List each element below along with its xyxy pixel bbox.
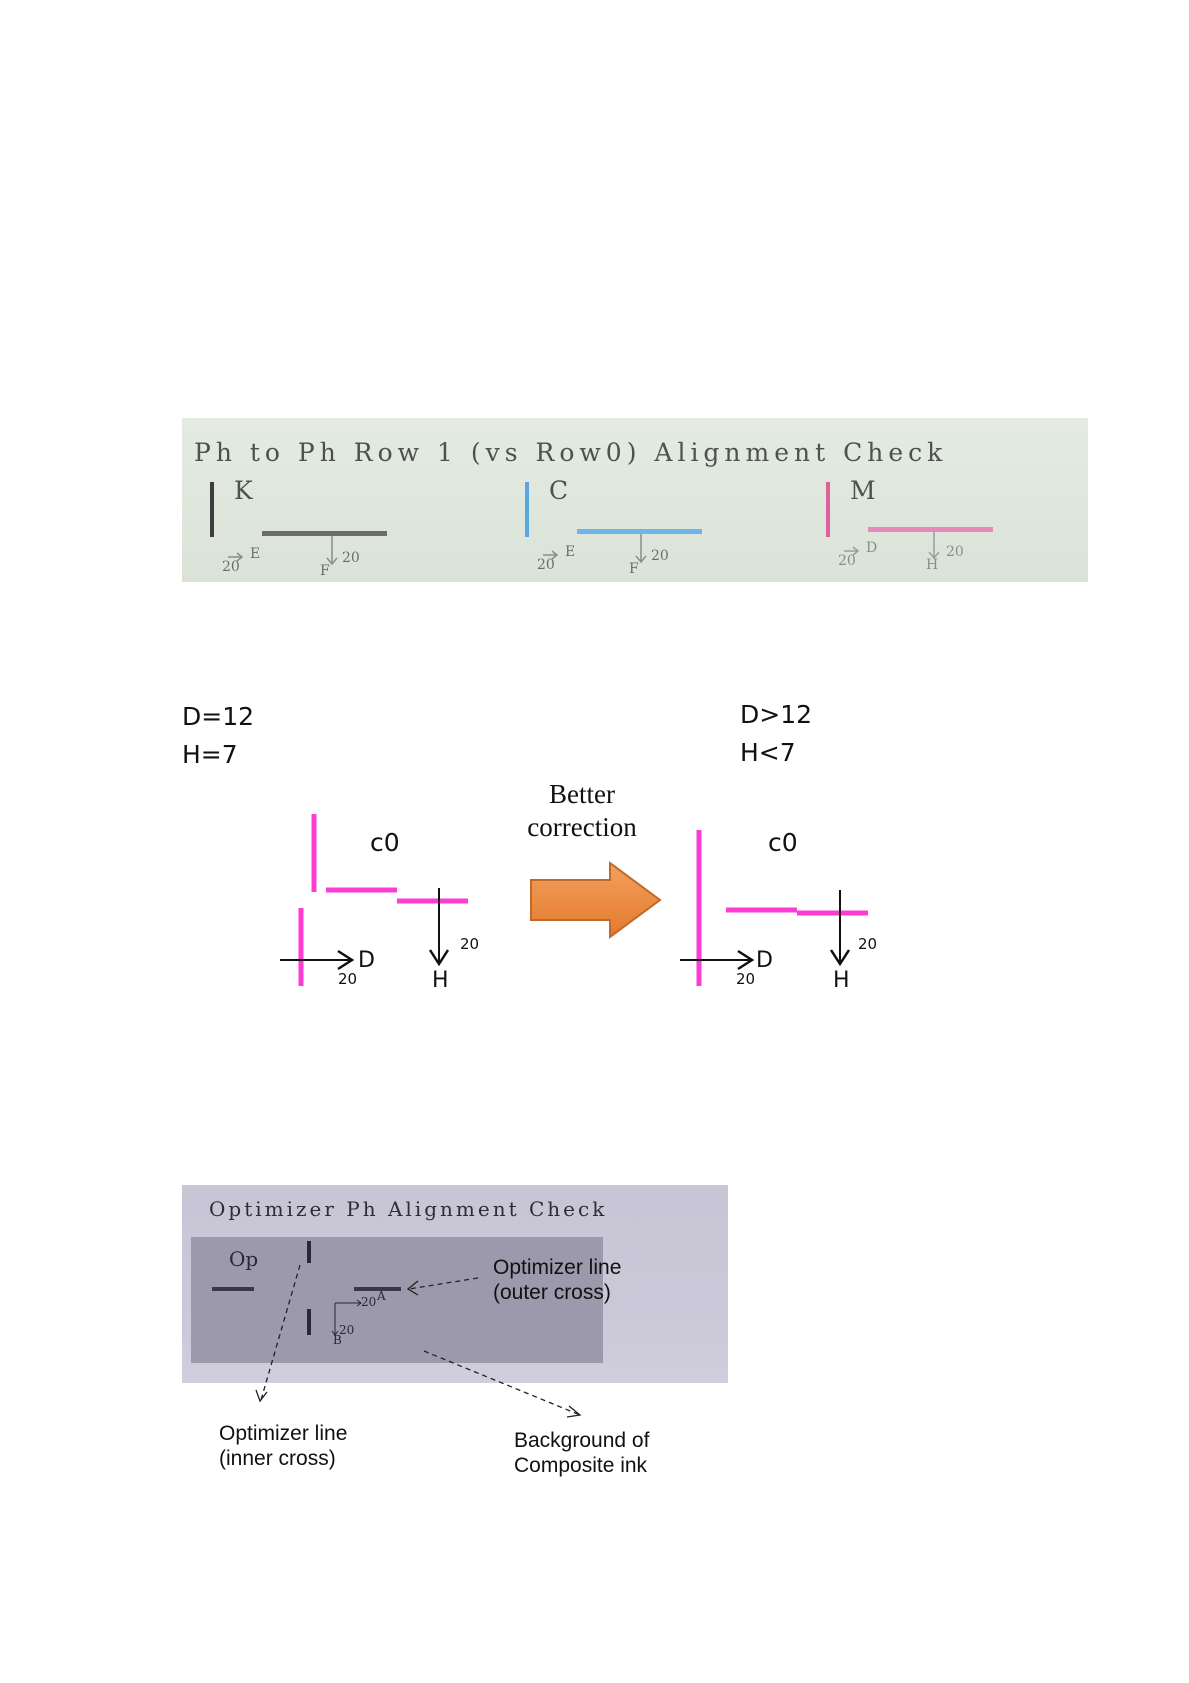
callout-inner-line2: (inner cross): [219, 1446, 347, 1471]
callout-background-line1: Background of: [514, 1428, 649, 1453]
callout-background-line2: Composite ink: [514, 1453, 649, 1478]
callout-background: Background of Composite ink: [514, 1428, 649, 1478]
callout-inner-cross: Optimizer line (inner cross): [219, 1421, 347, 1471]
callout-inner-line1: Optimizer line: [219, 1421, 347, 1446]
